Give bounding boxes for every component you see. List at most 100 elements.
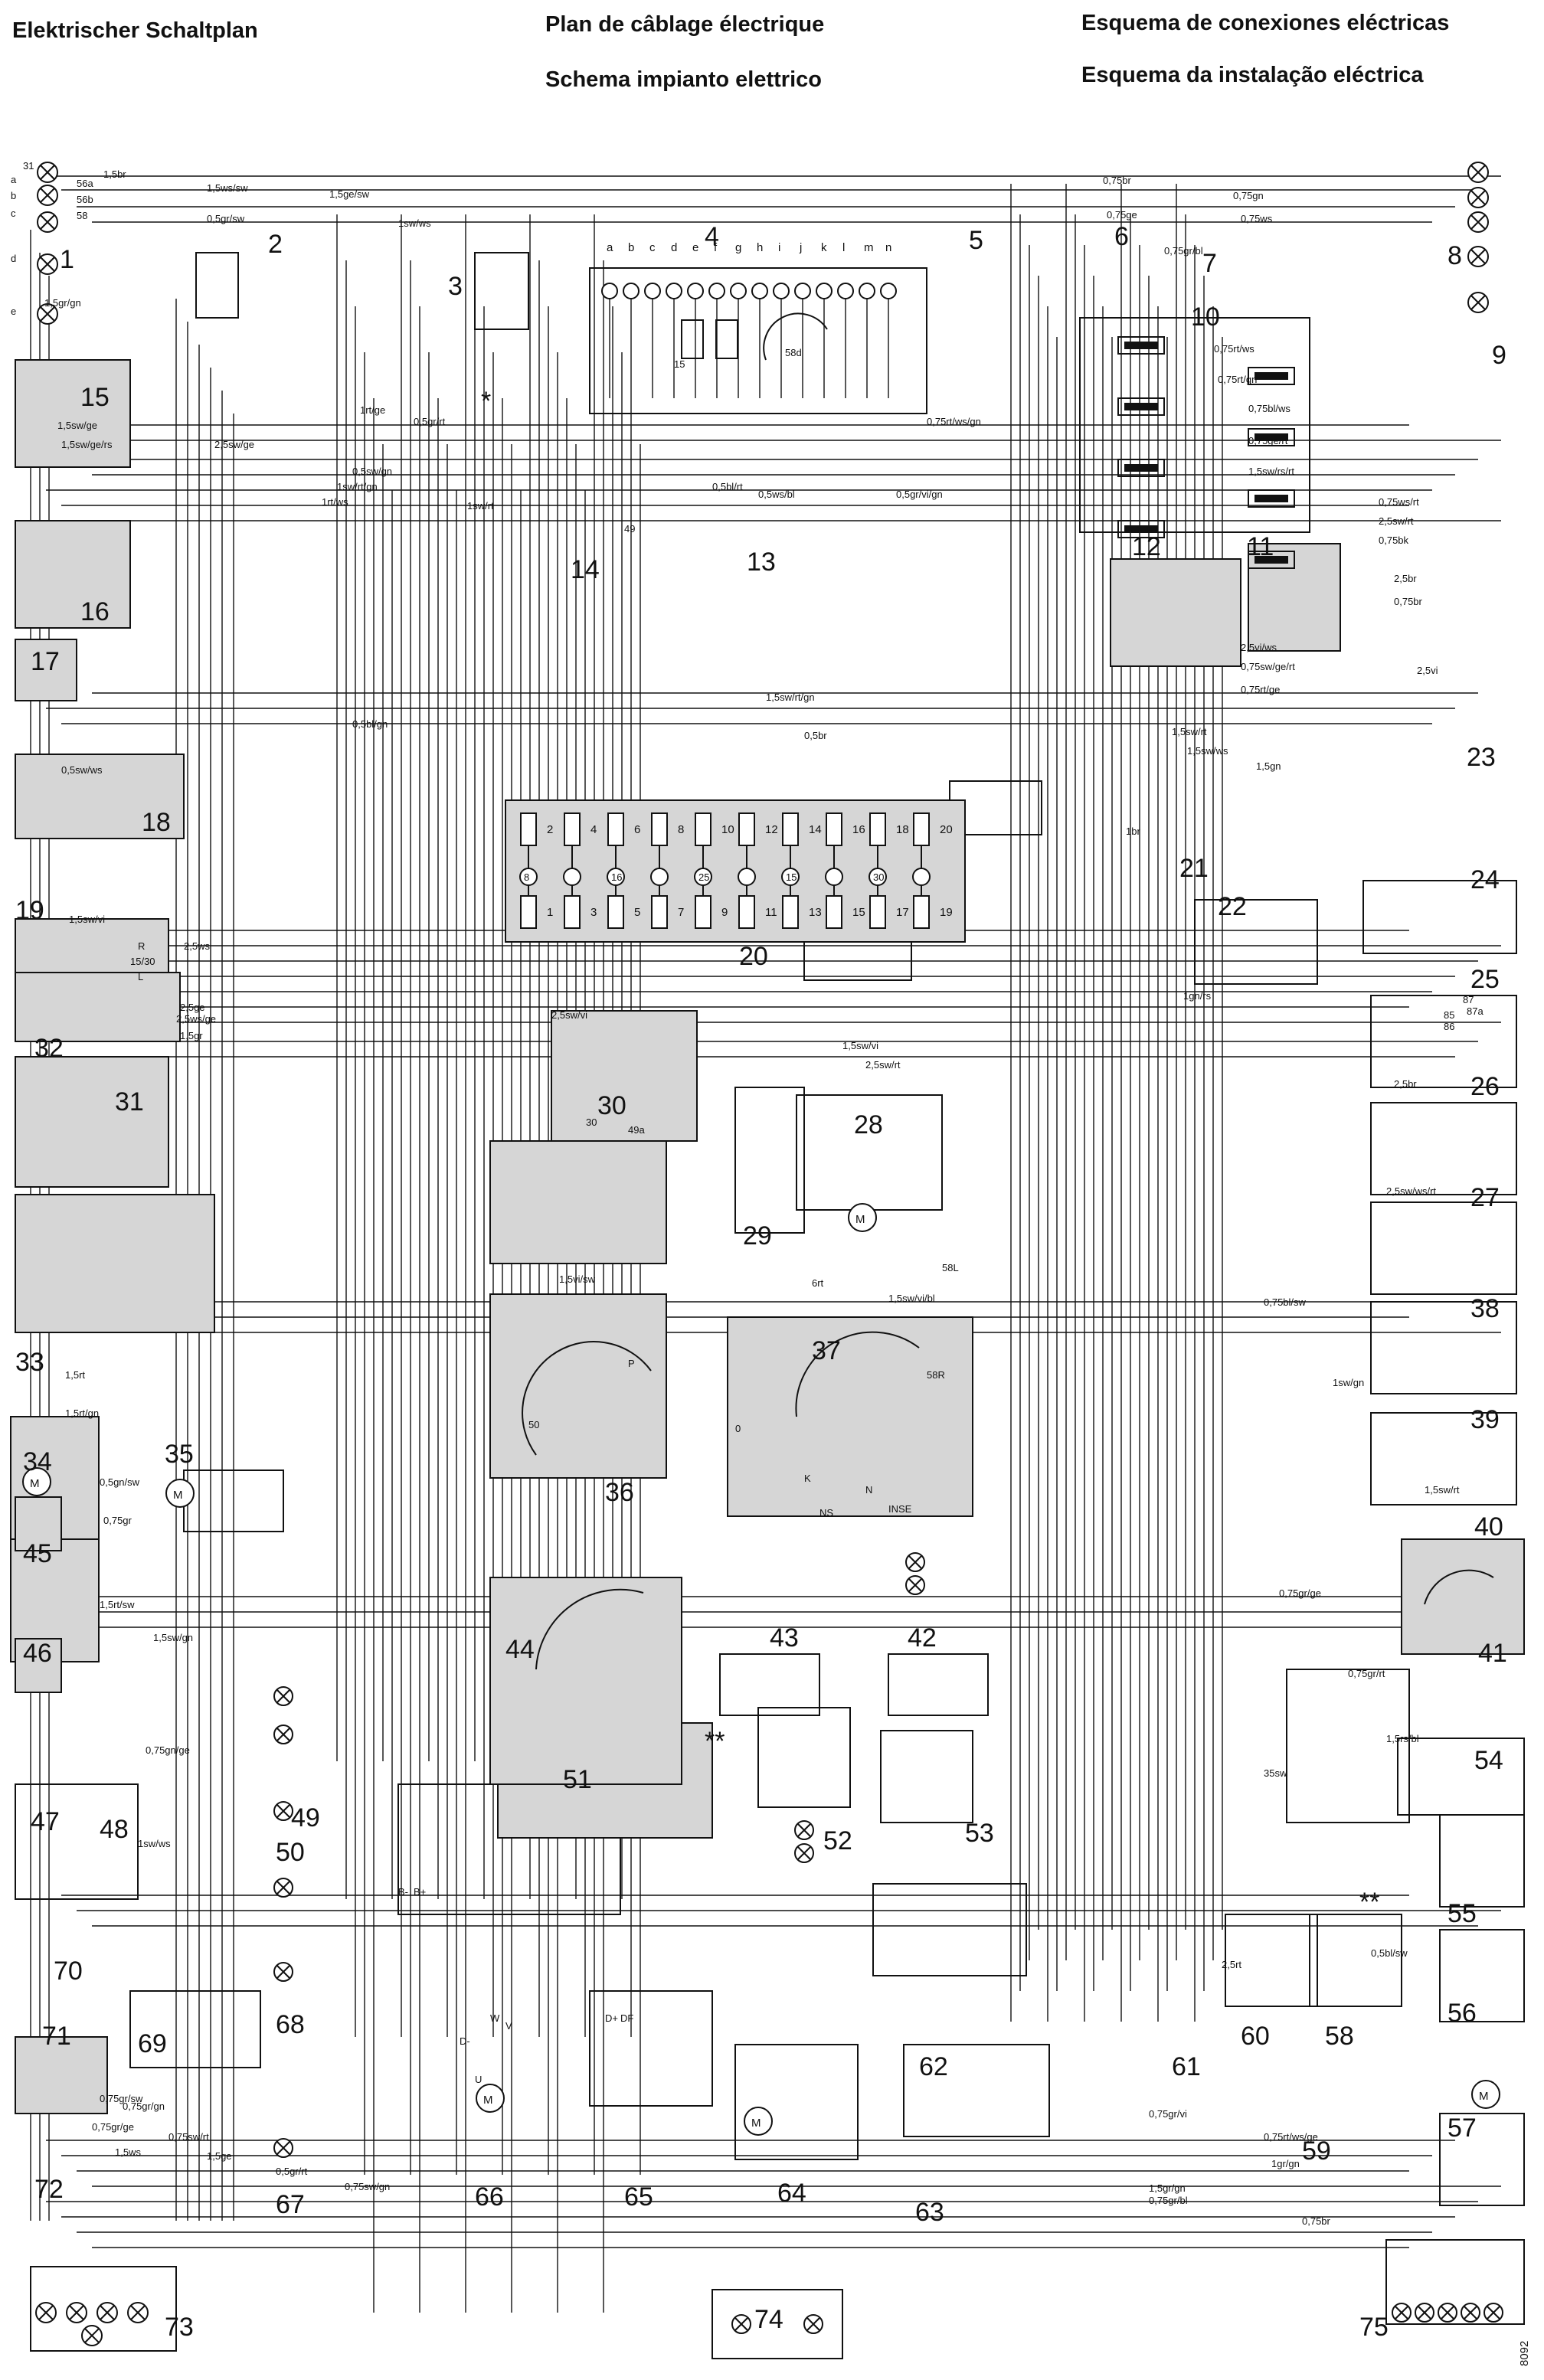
component-box <box>734 1087 805 1234</box>
terminal-label: 87 <box>1463 994 1474 1005</box>
terminal-label: N <box>865 1484 872 1496</box>
component-box <box>903 2044 1050 2137</box>
component-box <box>489 1293 667 1479</box>
component-number: 36 <box>605 1478 634 1507</box>
fuse-number: 4 <box>590 823 597 836</box>
lamp-icon <box>1395 2306 1408 2320</box>
gauge-letter: i <box>778 241 780 254</box>
gauge-letter: d <box>671 241 677 254</box>
relay-coil <box>1124 525 1158 533</box>
component-number: 66 <box>475 2182 504 2212</box>
motor-icon <box>165 1479 195 1508</box>
component-number: 72 <box>34 2175 64 2204</box>
relay-coil <box>1254 372 1288 380</box>
wire-label: 0,75gr/bl <box>1149 2195 1188 2206</box>
wire-label: 0,5sw/gn <box>352 466 392 477</box>
wire-label: 1,5br <box>103 168 126 180</box>
title-spanish: Esquema de conexiones eléctricas <box>1081 11 1450 35</box>
gauge-needle-arc <box>763 312 828 361</box>
relay-coil <box>1124 464 1158 472</box>
lamp-icon <box>130 2305 146 2320</box>
wire-label: 1,5sw/ws <box>1187 745 1228 757</box>
component-box <box>195 252 239 319</box>
wire-label: 1,5gr/gn <box>44 297 81 309</box>
fuse <box>564 812 581 846</box>
component-number: 64 <box>777 2179 806 2208</box>
component-number: 65 <box>624 2182 653 2212</box>
component-box <box>711 2289 843 2359</box>
component-box <box>1079 317 1310 533</box>
component-number: 8 <box>1448 241 1462 270</box>
lamp-icon <box>797 1846 811 1860</box>
terminal-label: d <box>11 253 16 264</box>
wire-label: 2,5sw/ws/rt <box>1386 1185 1436 1197</box>
component-box <box>1439 2113 1525 2206</box>
component-number: 74 <box>754 2305 783 2334</box>
wire-label: 0,5gr/rt <box>276 2166 308 2177</box>
component-box <box>1397 1738 1525 1816</box>
component-box <box>474 252 529 330</box>
gauge-lamp-icon <box>751 283 768 299</box>
component-number: 63 <box>915 2198 944 2227</box>
wire-label: 2,5sw/rt <box>865 1059 901 1071</box>
fuse <box>695 812 711 846</box>
terminal-label: c <box>11 208 16 219</box>
wire-label: 2,5br <box>1394 1078 1417 1090</box>
gauge-lamp-icon <box>880 283 897 299</box>
fuse <box>564 895 581 929</box>
wire-label: 1,5rs/bl <box>1386 1733 1419 1744</box>
wire-label: 0,75rt/ws/gn <box>927 416 981 427</box>
footnote-marker: ** <box>705 1727 725 1756</box>
title-portuguese: Esquema da instalação eléctrica <box>1081 63 1424 87</box>
wire-label: 0,75gr/gn <box>123 2100 165 2112</box>
fuse <box>520 812 537 846</box>
component-number: 13 <box>747 548 776 577</box>
fuse-rating-label: 16 <box>611 871 622 883</box>
terminal-label: 31 <box>23 160 34 172</box>
wire-label: 0,75ge <box>1107 209 1137 221</box>
component-number: 73 <box>165 2313 194 2342</box>
wire-label: 0,75sw/rt <box>168 2131 209 2143</box>
wire-label: 1,5rt <box>65 1369 85 1381</box>
terminal-label: 15/30 <box>130 956 155 967</box>
terminal-labels: 3156a56b58abcde153049a49RL50P0KNSNINSEDF… <box>11 160 1483 2085</box>
wire-label: 1,5gr/gn <box>1149 2182 1186 2194</box>
lamp-icon <box>276 2141 290 2155</box>
wire-label: 2,5br <box>1394 573 1417 584</box>
lamp-icon <box>276 1689 290 1703</box>
component-box <box>1401 1538 1525 1655</box>
component-box <box>734 2044 859 2160</box>
component-number: 21 <box>1179 854 1209 883</box>
wire-label: 1,5sw/ge <box>57 420 97 431</box>
gauge-lamp-icon <box>773 283 790 299</box>
wire-label: 2,5vi/ws <box>1241 642 1277 653</box>
component-number: 49 <box>291 1803 320 1832</box>
lamp-icon <box>1441 2306 1454 2320</box>
component-number: 24 <box>1470 865 1500 894</box>
component-number: 22 <box>1218 892 1247 921</box>
wire-label: 0,75gn/ge <box>146 1744 190 1756</box>
component-number: 38 <box>1470 1294 1500 1323</box>
fuse <box>520 895 537 929</box>
title-german: Elektrischer Schaltplan <box>12 18 258 43</box>
wire-label: 0,75rt/gn <box>1218 374 1257 385</box>
component-box <box>880 1730 973 1823</box>
relay-coil <box>1248 551 1295 569</box>
wire-label: 0,75gr <box>103 1515 132 1526</box>
gauge-letter: a <box>607 241 613 254</box>
component-number: 68 <box>276 2010 305 2039</box>
terminal-label: a <box>11 174 17 185</box>
gauge-lamp-icon <box>730 283 747 299</box>
lamp-icon <box>276 1881 290 1895</box>
terminal-label: 30 <box>586 1116 597 1128</box>
component-box <box>15 359 131 468</box>
relay-coil <box>1248 428 1295 446</box>
terminal-label: 58 <box>77 210 87 221</box>
relay-coil <box>1117 397 1165 416</box>
fuse-number: 15 <box>852 906 865 919</box>
wire-label: 6rt <box>812 1277 824 1289</box>
fuse-number: 11 <box>765 906 777 919</box>
